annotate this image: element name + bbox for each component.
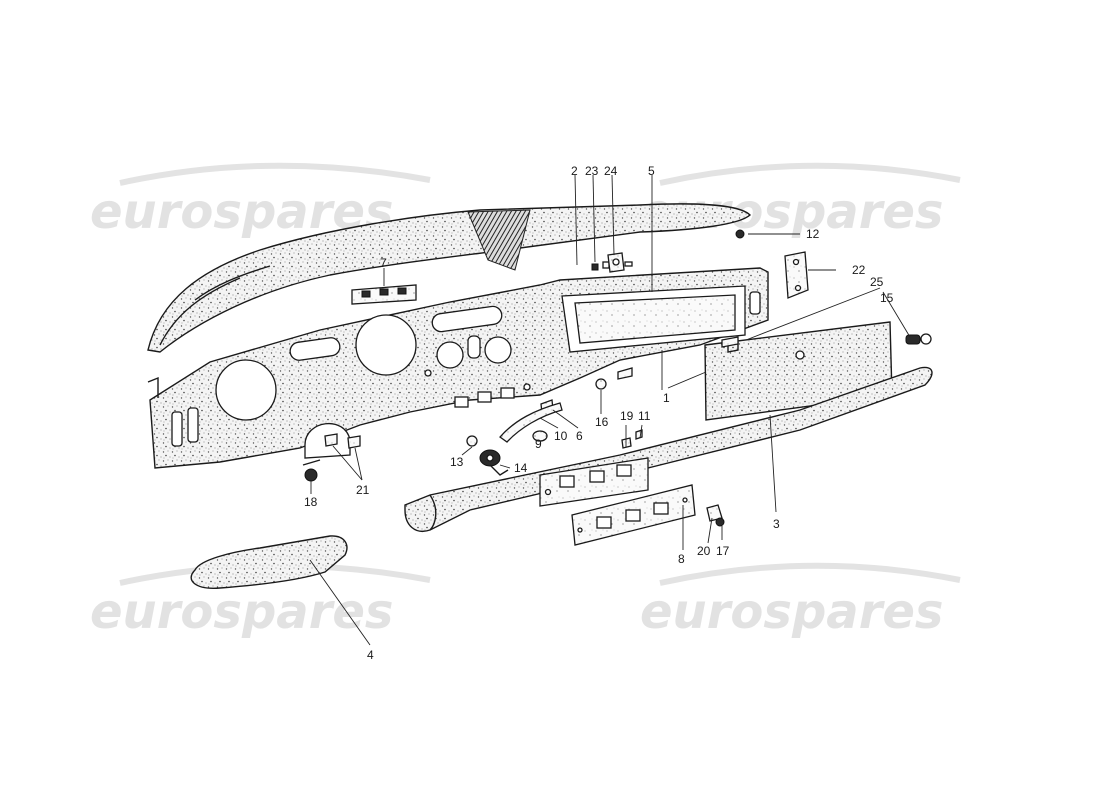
- callout-6: 6: [576, 429, 583, 443]
- callout-17: 17: [716, 544, 730, 558]
- watermark-text: eurospares: [90, 584, 394, 640]
- callout-16: 16: [595, 415, 609, 429]
- part-switch-plate-upper: [351, 284, 417, 305]
- callout-15: 15: [880, 291, 894, 305]
- callout-25: 25: [870, 275, 884, 289]
- callout-13: 13: [450, 455, 464, 469]
- callout-5: 5: [648, 164, 655, 178]
- part-main-dashboard-panel: [149, 267, 769, 469]
- callout-12: 12: [806, 227, 820, 241]
- callout-14: 14: [514, 461, 528, 475]
- callout-18: 18: [304, 495, 318, 509]
- callout-22: 22: [852, 263, 866, 277]
- callout-7: 7: [380, 256, 387, 270]
- callout-labels: 2 23 24 5 12 7 22 25 15 1 16 6 10 9 19 1…: [304, 164, 894, 662]
- callout-20: 20: [697, 544, 711, 558]
- callout-11: 11: [638, 409, 651, 423]
- watermark-text: eurospares: [640, 584, 944, 640]
- part-lower-switch-housing: [539, 457, 649, 507]
- callout-24: 24: [604, 164, 618, 178]
- part-switch-plate-lower: [571, 484, 696, 546]
- part-knee-pad: [190, 535, 348, 589]
- callout-10: 10: [554, 429, 568, 443]
- callout-4: 4: [367, 648, 374, 662]
- callout-19: 19: [620, 409, 634, 423]
- watermark-bottom-right: eurospares: [640, 562, 961, 640]
- callout-9: 9: [535, 437, 542, 451]
- gauge-opening-small-2: [484, 336, 512, 364]
- part-hinge-bracket: [784, 251, 809, 299]
- gauge-opening-left: [215, 359, 277, 421]
- callout-23: 23: [585, 164, 599, 178]
- callout-3: 3: [773, 517, 780, 531]
- callout-21: 21: [356, 483, 370, 497]
- callout-2: 2: [571, 164, 578, 178]
- part-top-padding: [147, 203, 752, 353]
- part-small-hardware: [147, 229, 932, 527]
- callout-8: 8: [678, 552, 685, 566]
- callout-1: 1: [663, 391, 670, 405]
- leader-lines: [309, 174, 911, 646]
- part-lower-padding: [404, 366, 933, 532]
- gauge-opening-small-1: [436, 341, 464, 369]
- gauge-opening-center: [355, 314, 417, 376]
